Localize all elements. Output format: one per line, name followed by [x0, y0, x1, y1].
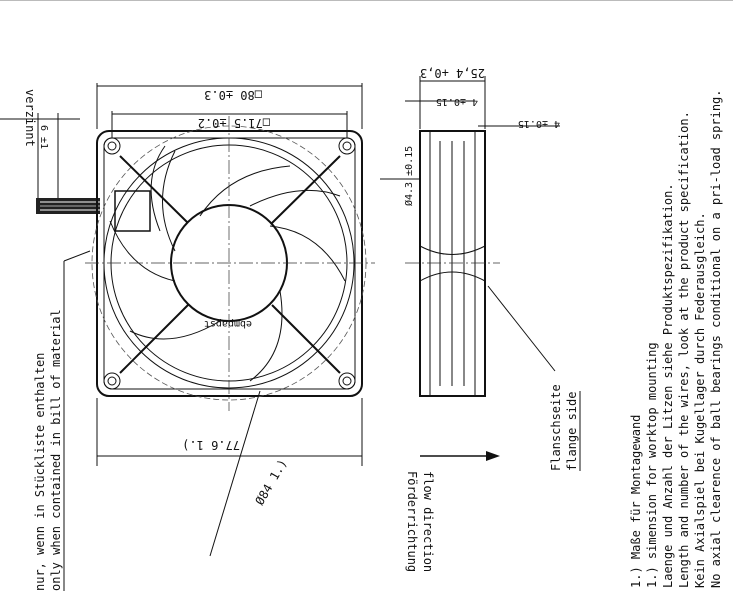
flow-en: flow direction — [421, 471, 435, 572]
wire-dim: 6 ±1 — [38, 125, 49, 149]
dim-outer: □80 ±0.3 — [204, 88, 262, 102]
notes: 1.) Maße für Montagewand 1.) simension f… — [629, 90, 723, 589]
dim-mount: 77.6 1.) — [182, 438, 240, 452]
wire-label: verzinnt — [23, 89, 37, 147]
flow-de: Förderrichtung — [405, 471, 419, 572]
note-4: Length and number of the wires, look at … — [677, 111, 691, 588]
dim-depth: 25,4 +0,3 — [420, 66, 485, 80]
fan-side-view: 25,4 +0,3 4 ±0.15 4 ±0.15 Ø4.3 ±0.15 Fla… — [380, 66, 581, 572]
flange-en: flange side — [565, 392, 579, 471]
note-1: 1.) Maße für Montagewand — [629, 415, 643, 588]
dim-hole-spacing: □71.5 ±0.2 — [198, 116, 270, 130]
note-3: Laenge und Anzahl der Litzen siehe Produ… — [661, 183, 675, 588]
fan-logo: ebmpapst — [204, 318, 252, 329]
note-2: 1.) simension for worktop mounting — [645, 342, 659, 588]
dim-hole: Ø4.3 ±0.15 — [403, 146, 415, 206]
bom-note: nur, wenn in Stückliste enthalten only w… — [33, 250, 91, 591]
dim-diameter: Ø84 1.) — [252, 457, 289, 508]
wire-detail: verzinnt 6 ±1 — [0, 89, 100, 214]
fan-front-view: ebmpapst — [85, 116, 375, 411]
bom-note-en: only when contained in bill of material — [49, 309, 63, 591]
flange-de: Flanschseite — [549, 384, 563, 471]
bom-note-de: nur, wenn in Stückliste enthalten — [33, 353, 47, 591]
note-5: Kein Axialspiel bei Kugellager durch Fed… — [693, 212, 707, 588]
dim-flange-1: 4 ±0.15 — [436, 96, 478, 107]
dim-flange-2: 4 ±0.15 — [518, 118, 560, 129]
note-6: No axial clearence of ball bearings cond… — [709, 90, 723, 589]
